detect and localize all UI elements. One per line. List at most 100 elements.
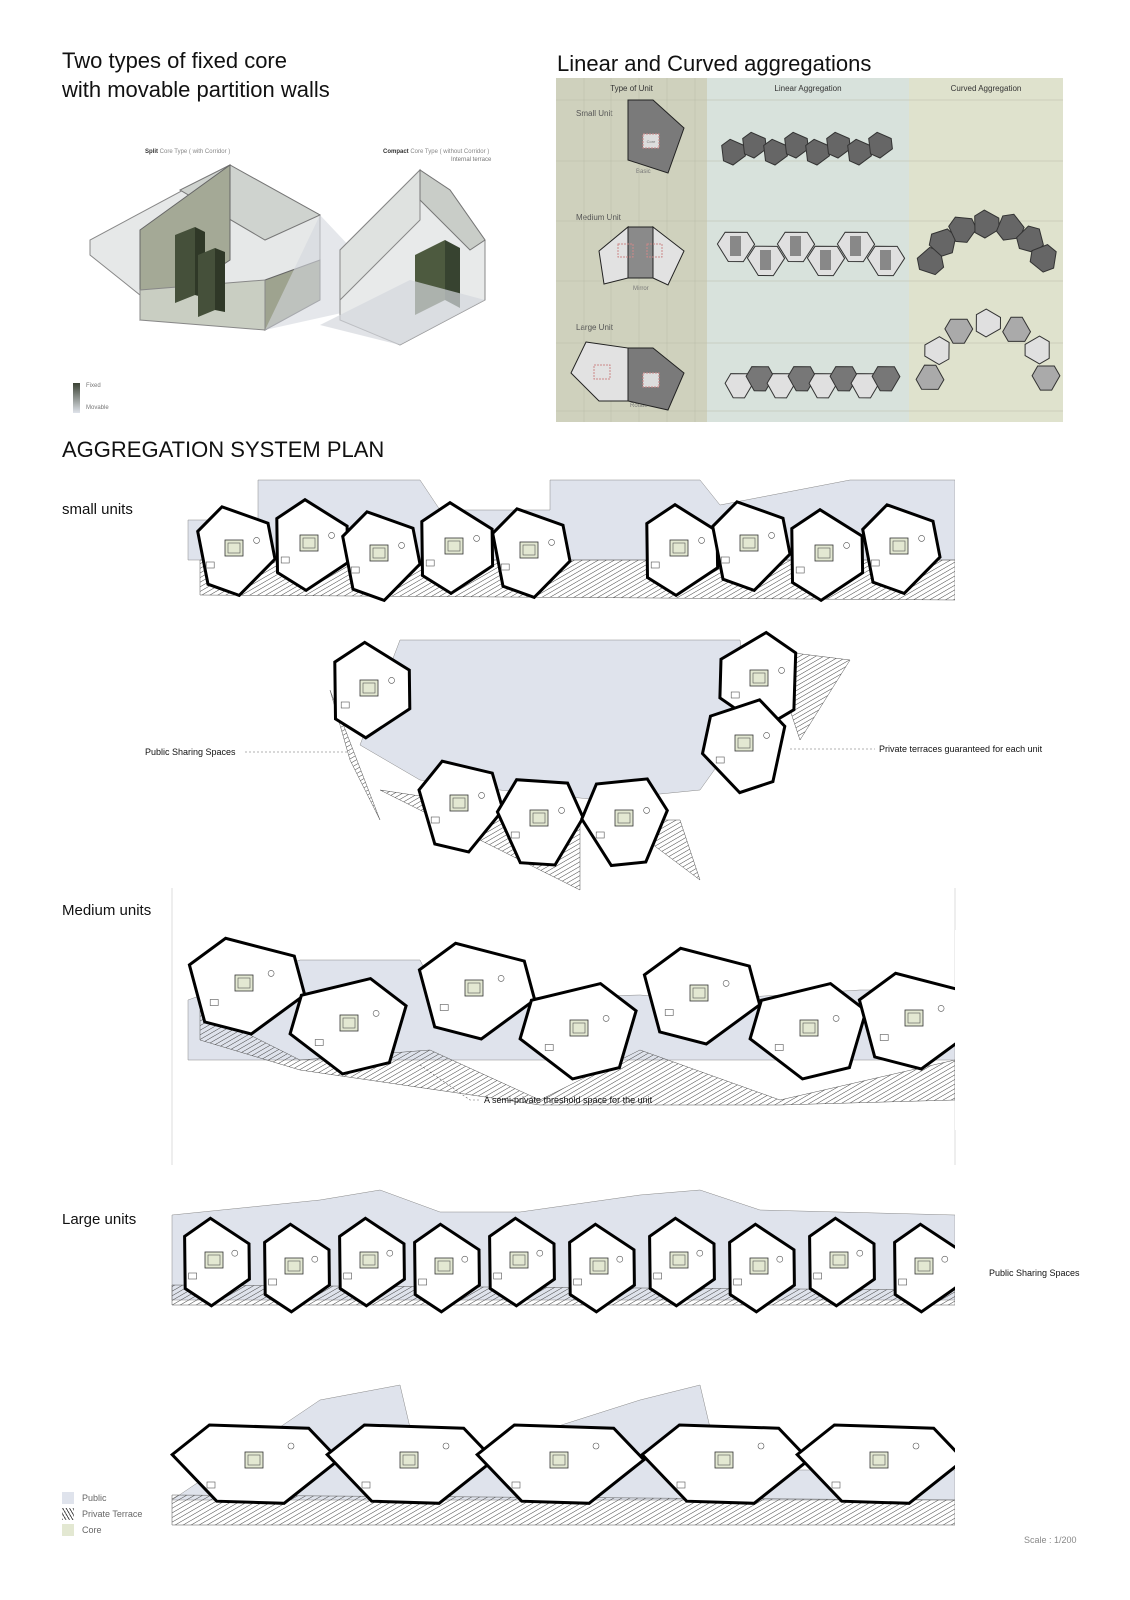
furniture-icon <box>898 1278 907 1286</box>
core-block <box>850 236 861 256</box>
table-icon <box>287 1442 295 1450</box>
aggregation-matrix: Type of Unit Linear Aggregation Curved A… <box>556 78 1063 422</box>
column-header: Type of Unit <box>610 84 653 93</box>
column-header: Curved Aggregation <box>950 84 1022 93</box>
bed-icon <box>512 1254 526 1266</box>
annotation-threshold: A semi-private threshold space for the u… <box>484 1095 653 1105</box>
small-unit-shape: Core <box>627 99 685 174</box>
core-area <box>234 974 254 992</box>
bed-icon <box>362 1254 376 1266</box>
bed-icon <box>817 547 831 559</box>
furniture-icon <box>676 1481 686 1489</box>
furniture-icon <box>430 816 440 824</box>
table-icon <box>253 537 260 544</box>
table-icon <box>372 1010 380 1017</box>
furniture-icon <box>573 1278 582 1286</box>
furniture-icon <box>870 559 880 567</box>
linear-large-unit <box>829 366 859 392</box>
large-unit-shape <box>570 341 685 411</box>
table-icon <box>832 1015 840 1022</box>
core-area <box>569 1019 589 1037</box>
linear-large-unit <box>871 366 901 392</box>
core-area <box>244 1451 264 1469</box>
bed-icon <box>917 1260 931 1272</box>
furniture-icon <box>493 1272 502 1280</box>
matrix-diagrams: Core <box>556 78 1063 422</box>
scale-label: Scale : 1/200 <box>1024 1535 1077 1545</box>
bed-icon <box>227 542 241 554</box>
core-area <box>444 537 464 555</box>
bed-icon <box>892 540 906 552</box>
bed-icon <box>522 544 536 556</box>
furniture-icon <box>268 1278 277 1286</box>
table-icon <box>937 1005 945 1012</box>
curved-small-unit <box>916 246 945 276</box>
table-icon <box>643 807 650 814</box>
legend-label: Private Terrace <box>82 1509 143 1519</box>
furniture-icon <box>418 1278 427 1286</box>
furniture-icon <box>205 561 215 569</box>
table-icon <box>763 732 770 739</box>
core-area <box>749 1257 769 1275</box>
core-area <box>359 679 379 697</box>
bed-icon <box>872 1454 886 1466</box>
table-icon <box>398 542 405 549</box>
core-area <box>204 1251 224 1269</box>
row-label-medium: Medium Unit <box>576 213 621 222</box>
bed-icon <box>717 1454 731 1466</box>
table-icon <box>602 1015 610 1022</box>
core-area <box>529 809 549 827</box>
furniture-icon <box>340 701 350 709</box>
title-line-1: Two types of fixed core <box>62 48 287 73</box>
bed-icon <box>207 1254 221 1266</box>
table-icon <box>843 542 850 549</box>
furniture-icon <box>650 561 660 569</box>
bed-icon <box>617 812 631 824</box>
furniture-icon <box>314 1039 324 1046</box>
core-area <box>224 539 244 557</box>
core-swatch <box>62 1524 74 1536</box>
core-area <box>464 979 484 997</box>
furniture-icon <box>720 556 730 564</box>
curved-aggregation-shapes <box>915 209 1061 391</box>
furniture-icon <box>879 1034 889 1041</box>
linear-small-unit <box>742 131 767 159</box>
legend-public: Public <box>62 1490 142 1506</box>
legend-movable: Movable <box>86 405 109 411</box>
public-swatch <box>62 1492 74 1504</box>
furniture-icon <box>209 999 219 1006</box>
bed-icon <box>287 1260 301 1272</box>
furniture-icon <box>813 1272 822 1280</box>
core-area <box>739 534 759 552</box>
linear-small-unit <box>784 131 809 159</box>
table-icon <box>856 1249 864 1257</box>
plan-legend: Public Private Terrace Core <box>62 1490 142 1538</box>
curved-small-unit <box>948 216 978 243</box>
isometric-drawings <box>89 164 486 346</box>
linear-aggregation-shapes <box>716 131 906 399</box>
legend-label: Core <box>82 1525 102 1535</box>
core-area <box>814 544 834 562</box>
furniture-icon <box>500 563 510 571</box>
core-block <box>820 250 831 270</box>
column-header: Linear Aggregation <box>774 84 842 93</box>
furniture-icon <box>188 1272 197 1280</box>
core-area <box>549 1451 569 1469</box>
table-icon <box>757 1442 765 1450</box>
core-area <box>399 1451 419 1469</box>
curved-medium-unit <box>1024 335 1050 365</box>
row-label-large: Large Unit <box>576 323 613 332</box>
table-icon <box>768 532 775 539</box>
core-types-title: Two types of fixed core with movable par… <box>62 46 330 104</box>
table-icon <box>558 807 565 814</box>
furniture-icon <box>595 831 605 839</box>
annotation-public-sharing-right: Public Sharing Spaces <box>989 1268 1080 1278</box>
bed-icon <box>572 1022 586 1034</box>
furniture-icon <box>206 1481 216 1489</box>
core-area <box>669 539 689 557</box>
core-area <box>614 809 634 827</box>
furniture-icon <box>795 566 805 574</box>
table-icon <box>478 792 485 799</box>
curved-small-unit <box>1016 225 1044 254</box>
core-area <box>749 669 769 687</box>
